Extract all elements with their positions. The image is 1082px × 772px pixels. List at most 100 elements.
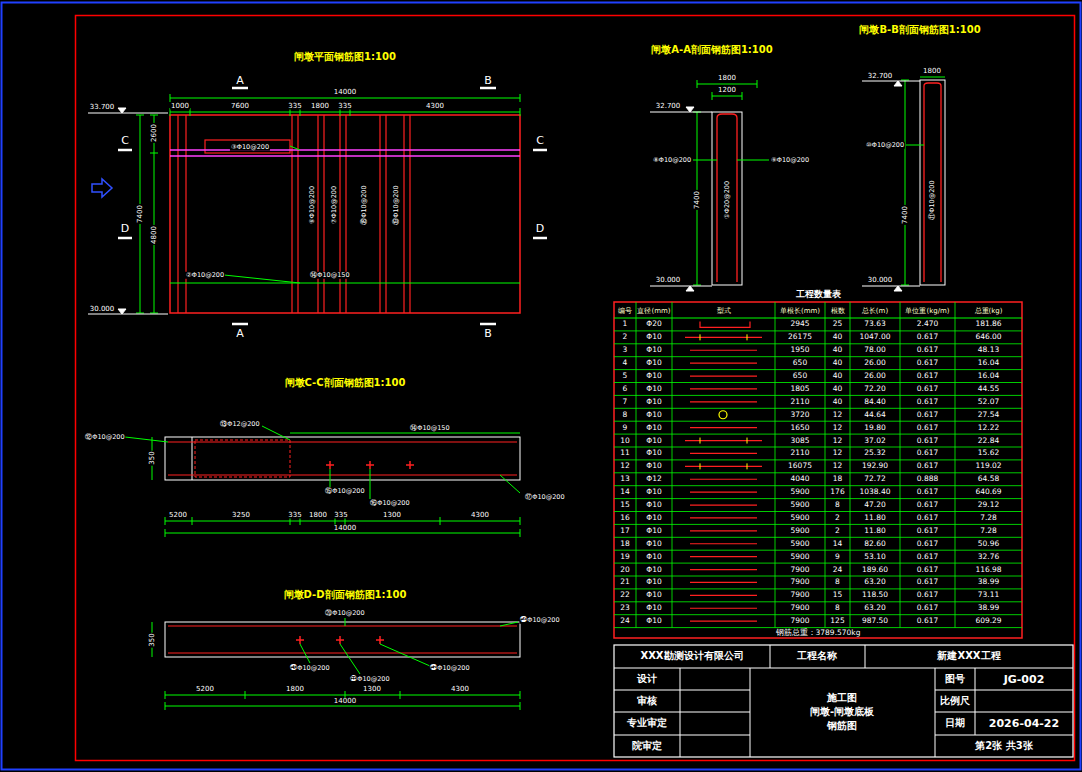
table-cell: 14: [620, 488, 630, 496]
section-a-a: [712, 92, 713, 100]
table-cell: 19.80: [864, 424, 885, 432]
table-cell: Φ10: [646, 514, 661, 522]
table-cell: 116.98: [975, 566, 1001, 574]
drawing-label: 32.700: [868, 73, 893, 80]
table-cell: 0.617: [917, 398, 938, 406]
plan-view: [118, 309, 126, 314]
section-a-a: [686, 286, 694, 291]
plan-view: [224, 275, 300, 283]
table-cell: 7: [623, 398, 628, 406]
quantity-table: [614, 408, 1022, 409]
view-title: 闸墩A-A剖面钢筋图1:100: [651, 45, 772, 55]
plan-view: [88, 113, 168, 114]
table-cell: 18: [833, 476, 843, 484]
drawing-label: 4800: [151, 225, 158, 245]
table-cell: 0.617: [917, 385, 938, 393]
table-cell: 3085: [790, 437, 809, 445]
section-a-a: [650, 112, 712, 113]
title-block: [614, 690, 750, 691]
plan-view: [150, 153, 158, 154]
table-cell: 7900: [790, 605, 809, 613]
title-block: [614, 645, 1073, 757]
table-cell: 3: [623, 347, 628, 355]
title-block: [680, 668, 681, 757]
table-cell: 0.617: [917, 579, 938, 587]
plan-view: [170, 149, 520, 151]
drawing-label: 14000: [333, 698, 357, 705]
drawing-label: 1800: [285, 686, 305, 693]
title-block-cell: 比例尺: [940, 696, 970, 706]
plan-view: [520, 108, 521, 116]
table-cell: 2.470: [917, 321, 938, 329]
section-c-c: [165, 529, 166, 537]
section-d-d: [520, 702, 521, 710]
section-a-a: [712, 96, 742, 97]
drawing-label: B: [484, 75, 492, 86]
table-cell: Φ10: [646, 605, 661, 613]
table-cell: 2110: [790, 398, 809, 406]
plan-view: [92, 179, 112, 197]
drawing-label: D: [121, 223, 129, 234]
section-a-a: [650, 286, 712, 287]
table-cell: 50.96: [978, 540, 999, 548]
section-d-d: [245, 691, 246, 699]
table-cell: 12.22: [978, 424, 999, 432]
quantity-table: [690, 556, 757, 557]
quantity-table: [690, 504, 757, 505]
section-c-c: [409, 461, 411, 469]
quantity-table: [685, 440, 762, 441]
section-d-d: [168, 625, 517, 626]
section-c-c: [165, 437, 520, 480]
drawing-label: 350: [149, 450, 156, 465]
quantity-table: [690, 621, 757, 622]
quantity-table: [614, 356, 1022, 357]
quantity-table: [614, 524, 1022, 525]
quantity-table: [747, 463, 748, 469]
drawing-label: ⑭Φ10@150: [309, 272, 350, 279]
quantity-table: [747, 334, 748, 340]
quantity-table: [685, 337, 762, 338]
table-cell: Φ20: [646, 321, 661, 329]
table-cell: 0.617: [917, 540, 938, 548]
title-block: [935, 735, 1073, 736]
section-b-b: [862, 77, 945, 291]
plan-view: [290, 146, 300, 150]
drawing-label: 1300: [382, 512, 402, 519]
plan-view: [118, 149, 132, 152]
drawing-label: ㉒Φ10@200: [349, 676, 390, 683]
plan-view: [170, 150, 520, 156]
title-block-cell: 工程名称: [797, 651, 837, 661]
drawing-label: ⑨Φ10@200: [770, 157, 810, 164]
plan-view: [136, 115, 144, 116]
table-cell: Φ10: [646, 359, 661, 367]
plan-view: [480, 323, 496, 326]
table-cell: Φ10: [646, 540, 661, 548]
drawing-label: ⑳Φ10@200: [324, 610, 365, 617]
drawing-label: ⑬Φ12@200: [219, 421, 260, 428]
table-cell: 1650: [790, 424, 809, 432]
plan-view: [118, 108, 126, 113]
drawing-label: D: [536, 223, 544, 234]
sheet-frame: [2, 3, 1081, 770]
table-cell: 40: [833, 372, 843, 380]
drawing-label: ③Φ10@200: [230, 144, 270, 151]
section-d-d: [340, 644, 360, 674]
table-cell: 26.00: [864, 372, 885, 380]
section-b-b: [924, 83, 941, 282]
table-total: 钢筋总重：3789.570kg: [776, 629, 861, 637]
quantity-table: [690, 427, 757, 428]
table-cell: 64.58: [978, 476, 999, 484]
quantity-table: [690, 453, 757, 454]
table-cell: 7900: [790, 617, 809, 625]
section-c-c: [165, 521, 520, 522]
table-cell: 0.617: [917, 514, 938, 522]
section-d-d: [299, 636, 301, 644]
section-d-d: [339, 636, 341, 644]
plan-view: [154, 115, 155, 313]
table-cell: 1805: [790, 385, 809, 393]
section-c-c: [330, 469, 331, 487]
section-a-a: [693, 285, 701, 286]
title-block-cell: 审核: [637, 696, 657, 706]
section-d-d: [379, 636, 381, 644]
table-cell: 16.04: [978, 372, 999, 380]
